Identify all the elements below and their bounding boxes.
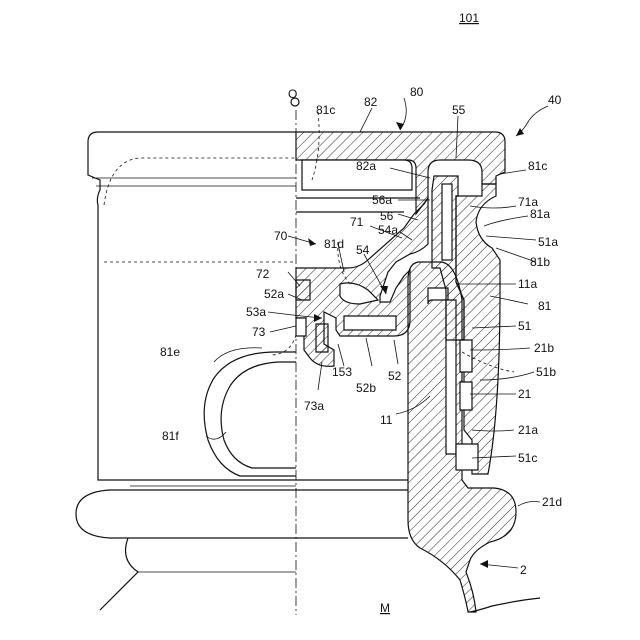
label-21d: 21d xyxy=(542,495,562,509)
label-82: 82 xyxy=(364,95,378,109)
label-72: 72 xyxy=(256,267,270,281)
label-21a: 21a xyxy=(518,423,538,437)
label-52: 52 xyxy=(388,369,402,383)
label-81c-right: 81c xyxy=(528,159,547,173)
label-54a: 54a xyxy=(378,223,398,237)
label-80: 80 xyxy=(410,85,424,99)
label-73a: 73a xyxy=(304,399,324,413)
label-51a: 51a xyxy=(538,235,558,249)
label-53a: 53a xyxy=(246,305,266,319)
label-82a: 82a xyxy=(356,159,376,173)
label-11: 11 xyxy=(380,413,393,427)
label-51: 51 xyxy=(518,319,532,333)
label-81c-top: 81c xyxy=(316,103,335,117)
label-71: 71 xyxy=(350,215,364,229)
label-11a: 11a xyxy=(518,277,537,291)
label-axis-origin: O xyxy=(288,87,297,101)
label-52b: 52b xyxy=(356,381,376,395)
label-40: 40 xyxy=(548,93,562,107)
label-73: 73 xyxy=(252,325,266,339)
label-21: 21 xyxy=(518,387,532,401)
exterior-view-left-half xyxy=(76,132,296,610)
label-55: 55 xyxy=(452,103,466,117)
label-21b: 21b xyxy=(534,341,554,355)
label-70: 70 xyxy=(274,229,288,243)
label-81a: 81a xyxy=(530,207,550,221)
label-81b: 81b xyxy=(530,255,550,269)
label-52a: 52a xyxy=(264,287,284,301)
cross-section-right-half xyxy=(296,112,540,612)
label-51b: 51b xyxy=(536,365,556,379)
label-51c: 51c xyxy=(518,451,537,465)
label-153: 153 xyxy=(332,365,352,379)
label-81f: 81f xyxy=(162,429,179,443)
label-ref-main: 101 xyxy=(459,11,479,25)
label-54: 54 xyxy=(356,243,370,257)
label-81: 81 xyxy=(538,299,552,313)
label-2: 2 xyxy=(520,563,527,577)
label-56a: 56a xyxy=(372,193,392,207)
label-axis-bottom: M xyxy=(380,601,390,615)
label-81d: 81d xyxy=(324,237,344,251)
label-56: 56 xyxy=(380,209,394,223)
label-81e: 81e xyxy=(160,345,180,359)
